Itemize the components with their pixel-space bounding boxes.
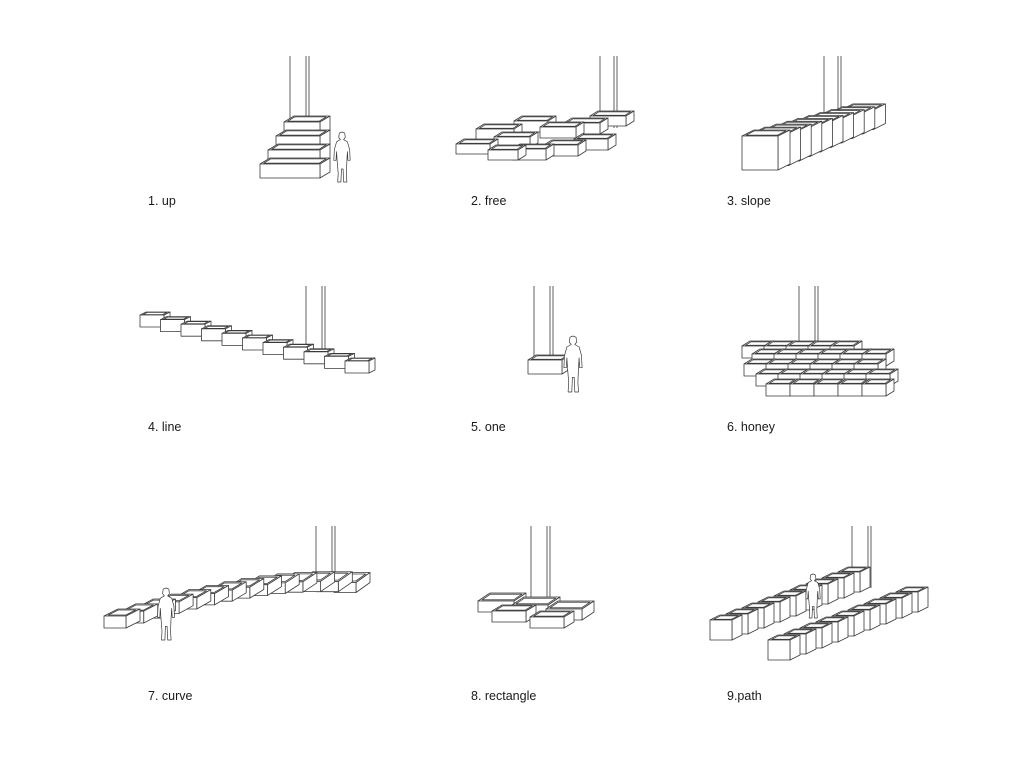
planter-box: [344, 357, 376, 374]
planter-box: [259, 157, 331, 179]
person-figure: [333, 131, 351, 183]
planter-box: [487, 144, 527, 161]
diagram-up: [259, 56, 351, 183]
column: [289, 56, 310, 122]
label-free: 2. free: [471, 194, 507, 208]
person-figure: [563, 335, 583, 393]
planter-box: [491, 604, 537, 623]
diagram-one: [527, 286, 583, 393]
planter-box: [709, 614, 743, 641]
planter-box: [139, 311, 171, 328]
diagram-honey: [741, 286, 899, 397]
diagram-path: [709, 526, 929, 661]
planter-box: [767, 634, 801, 661]
planter-box: [201, 325, 232, 342]
planter-box: [221, 329, 253, 346]
planter-box: [741, 129, 791, 171]
person-figure: [805, 573, 821, 619]
column: [530, 526, 551, 606]
label-slope: 3. slope: [727, 194, 771, 208]
label-rectangle: 8. rectangle: [471, 689, 537, 703]
planter-box: [103, 608, 141, 629]
planter-box: [539, 121, 585, 139]
label-one: 5. one: [471, 420, 506, 434]
planter-box: [573, 133, 617, 151]
diagram-rectangle: [477, 526, 595, 629]
planter-box: [529, 610, 575, 629]
label-honey: 6. honey: [727, 420, 775, 434]
planter-box: [527, 354, 571, 375]
label-line: 4. line: [148, 420, 182, 434]
person-figure: [157, 587, 175, 641]
label-up: 1. up: [148, 194, 176, 208]
label-curve: 7. curve: [148, 689, 193, 703]
diagram-line: [139, 286, 376, 374]
diagram-slope: [741, 56, 886, 171]
planter-box: [861, 378, 895, 397]
diagram-curve: [103, 526, 371, 641]
column: [533, 286, 554, 358]
column: [798, 286, 819, 350]
column: [305, 286, 326, 352]
diagram-free: [455, 56, 635, 161]
label-path: 9.path: [727, 689, 762, 703]
